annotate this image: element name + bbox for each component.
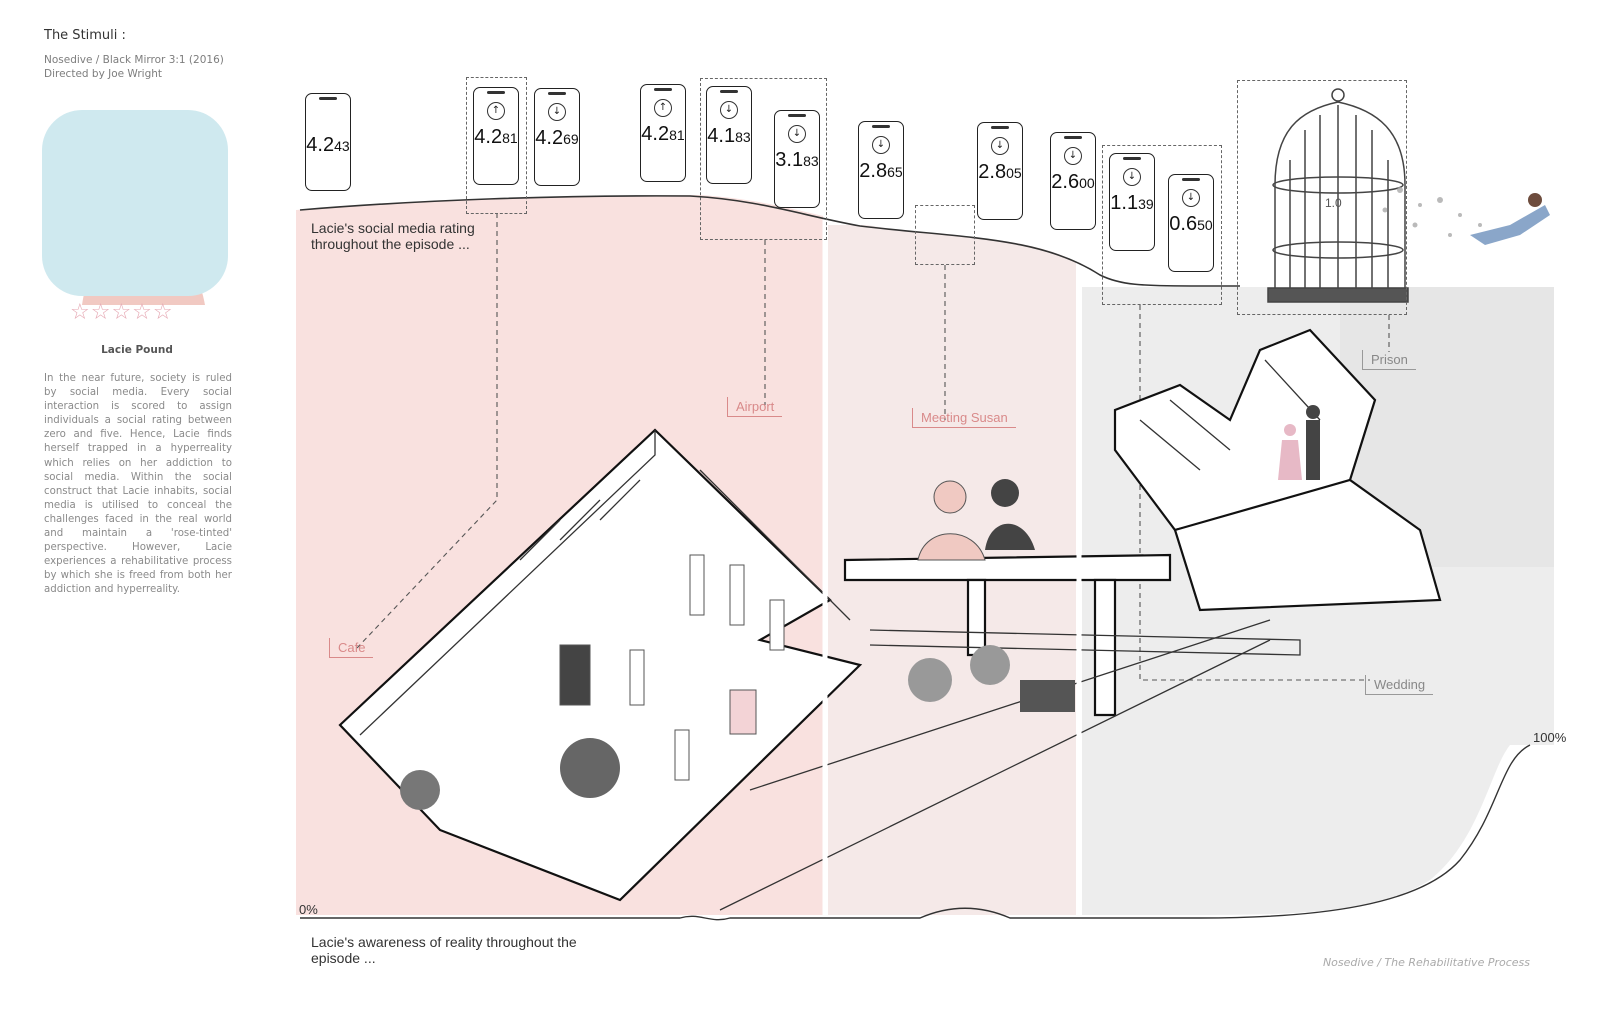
- phone-rating-8: ↓ 2.805: [977, 122, 1023, 220]
- scene-label-cafe: Cafe: [329, 638, 374, 658]
- character-name: Lacie Pound: [101, 344, 173, 356]
- phone-rating-9: ↓ 2.600: [1050, 132, 1096, 230]
- arrow-down-icon: ↓: [872, 136, 890, 154]
- arrow-down-icon: ↓: [1123, 168, 1141, 186]
- phone-rating-value: 3.183: [775, 149, 819, 171]
- phone-rating-6: ↓ 3.183: [774, 110, 820, 208]
- cafe-rating-frame: [466, 77, 527, 214]
- prison-cage-frame: [1237, 80, 1407, 315]
- bird-cage: [1267, 88, 1409, 303]
- airport-building: [338, 428, 863, 902]
- meeting-frame: [915, 205, 975, 265]
- wedding-yard: [1173, 478, 1442, 612]
- rating-caption: Lacie's social media rating throughout t…: [311, 220, 475, 252]
- rating-line: [299, 195, 1240, 287]
- director-credit: Directed by Joe Wright: [44, 68, 163, 80]
- awareness-line: [300, 744, 1531, 921]
- arrow-down-icon: ↓: [1064, 147, 1082, 165]
- phone-notch: [1064, 136, 1082, 139]
- arrow-up-icon: ↑: [487, 102, 505, 120]
- phone-rating-1: 4.243: [305, 93, 351, 191]
- phone-rating-11: ↓ 0.650: [1168, 174, 1214, 272]
- axis-max-label: 100%: [1533, 730, 1567, 745]
- highway-pillar-2: [1093, 578, 1117, 717]
- phone-rating-value: 4.281: [474, 126, 518, 148]
- phone-rating-10: ↓ 1.139: [1109, 153, 1155, 251]
- arrow-down-icon: ↓: [991, 137, 1009, 155]
- scene-label-prison: Prison: [1362, 350, 1416, 370]
- phone-rating-value: 4.269: [535, 127, 579, 149]
- phone-rating-5: ↓ 4.183: [706, 86, 752, 184]
- axis-min-label: 0%: [299, 902, 318, 917]
- phone-rating-value: 2.805: [978, 161, 1022, 183]
- phone-notch: [654, 88, 672, 91]
- lacie-portrait: [42, 110, 228, 296]
- phone-rating-value: 2.865: [859, 160, 903, 182]
- phone-rating-value: 1.139: [1110, 192, 1154, 214]
- phone-notch: [872, 125, 890, 128]
- phone-rating-7: ↓ 2.865: [858, 121, 904, 219]
- film-subtitle: Nosedive / Black Mirror 3:1 (2016): [44, 54, 224, 66]
- phone-rating-3: ↓ 4.269: [534, 88, 580, 186]
- phone-rating-value: 4.243: [306, 134, 350, 156]
- phone-notch: [319, 97, 337, 100]
- phone-notch: [487, 91, 505, 94]
- phone-rating-value: 4.281: [641, 123, 685, 145]
- footer-credit: Nosedive / The Rehabilitative Process: [1322, 956, 1530, 969]
- phone-rating-value: 2.600: [1051, 171, 1095, 193]
- phone-rating-value: 4.183: [707, 125, 751, 147]
- scene-label-wedding: Wedding: [1365, 675, 1434, 695]
- arrow-down-icon: ↓: [548, 103, 566, 121]
- wedding-rating-frame: [1102, 145, 1222, 305]
- awareness-caption: Lacie's awareness of reality throughout …: [311, 934, 577, 966]
- airport-rating-frame: [700, 78, 827, 240]
- phone-rating-value: 0.650: [1169, 213, 1213, 235]
- awareness-curve-mask: [296, 915, 1554, 1029]
- phone-notch: [788, 114, 806, 117]
- falling-figure: [1470, 205, 1550, 245]
- arrow-up-icon: ↑: [654, 99, 672, 117]
- arrow-down-icon: ↓: [788, 125, 806, 143]
- rating-curve-mask: [296, 0, 1554, 285]
- phone-notch: [1182, 178, 1200, 181]
- highway-deck: [843, 553, 1172, 582]
- phone-notch: [1123, 157, 1141, 160]
- page-title: The Stimuli :: [44, 28, 126, 43]
- synopsis: In the near future, society is ruled by …: [44, 373, 232, 596]
- arrow-down-icon: ↓: [720, 101, 738, 119]
- phone-rating-2: ↑ 4.281: [473, 87, 519, 185]
- highway-pillar-1: [966, 578, 987, 657]
- phone-notch: [720, 90, 738, 93]
- scene-label-meeting: Meeting Susan: [912, 408, 1016, 428]
- phone-rating-4: ↑ 4.281: [640, 84, 686, 182]
- cage-rating-text: 1.0: [1325, 196, 1342, 210]
- scene-label-airport: Airport: [727, 397, 783, 417]
- rating-stars: ☆☆☆☆☆: [70, 300, 174, 325]
- arrow-down-icon: ↓: [1182, 189, 1200, 207]
- phone-notch: [548, 92, 566, 95]
- phone-notch: [991, 126, 1009, 129]
